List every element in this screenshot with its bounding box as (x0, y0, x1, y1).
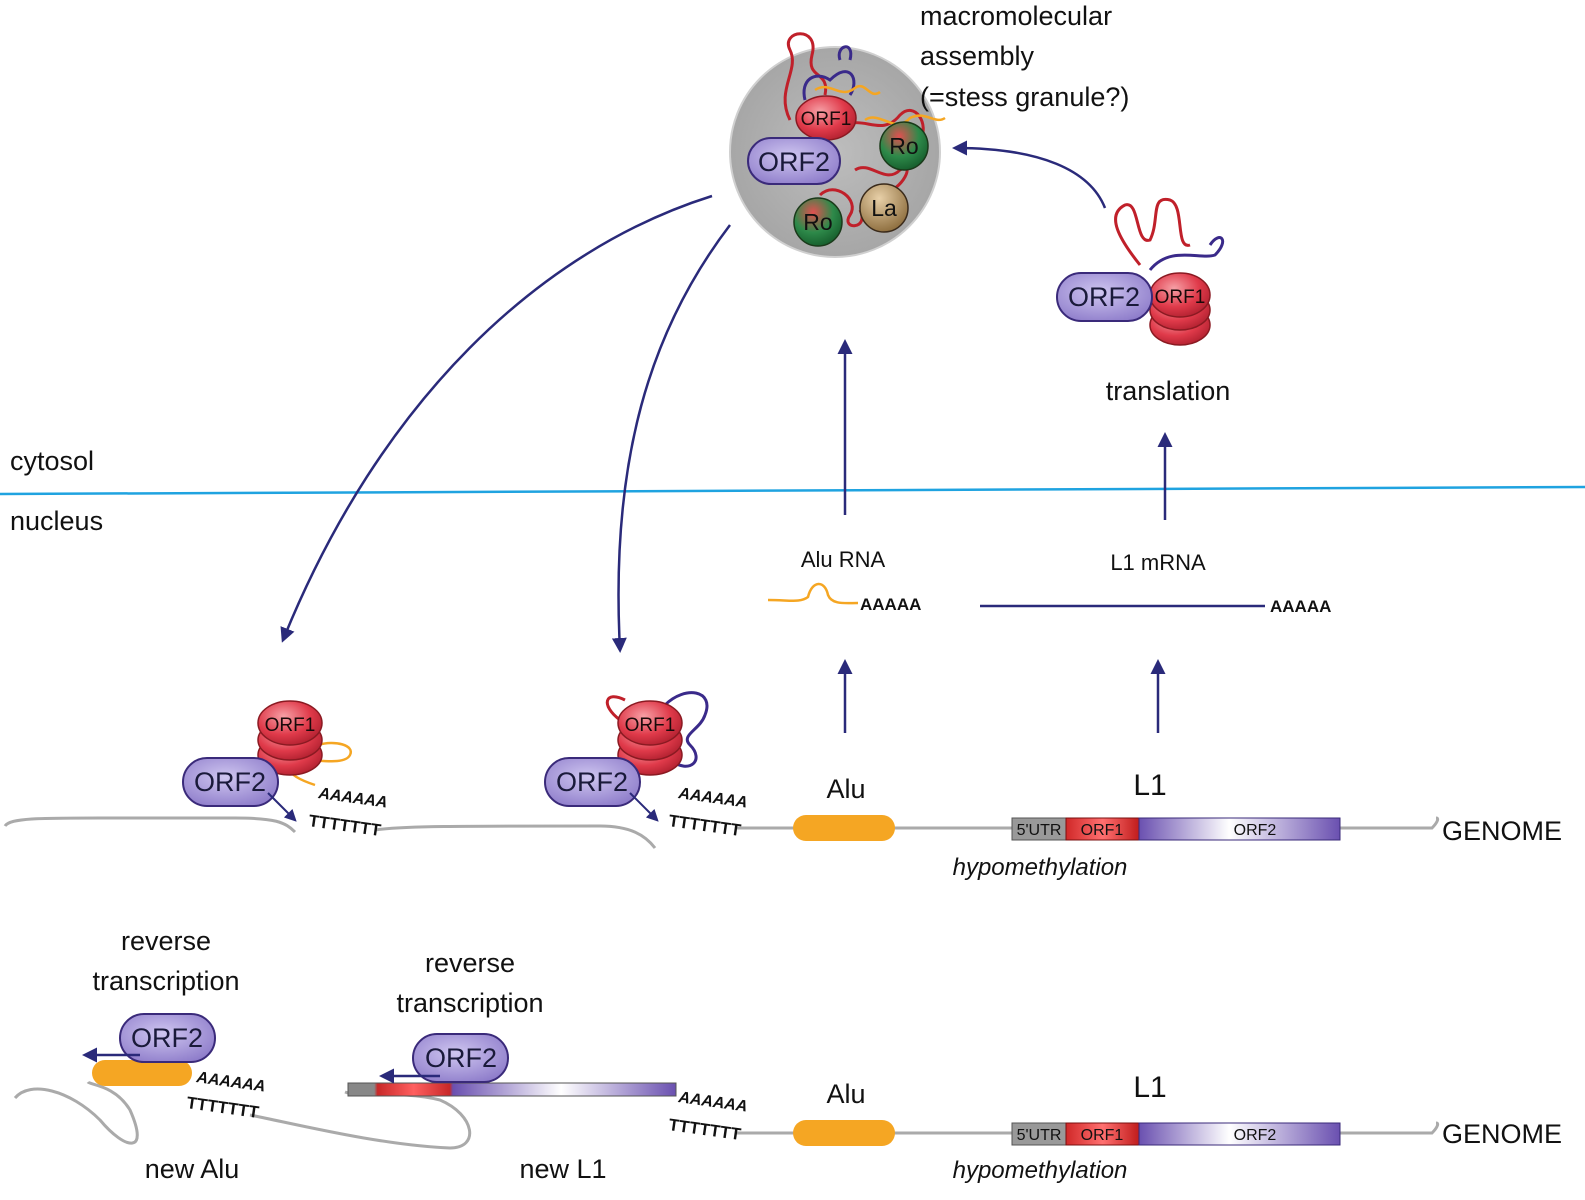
rt-l1-new-label: new L1 (519, 1154, 606, 1184)
genome-top-utr-label: 5'UTR (1017, 822, 1062, 839)
rt-l1-line1: reverse (425, 948, 515, 978)
genome-bottom-l1-label: L1 (1133, 1071, 1166, 1104)
macromolecular-assembly: ORF1 ORF2 Ro La Ro (729, 32, 946, 258)
target-alu-orf1-label: ORF1 (265, 715, 316, 736)
rt-l1-orf2-label: ORF2 (425, 1043, 497, 1073)
rt-l1-polyt: TTTTTTT (667, 1115, 742, 1144)
assembly-title-line2: assembly (920, 41, 1035, 71)
target-alu-polyt: TTTTTTT (307, 811, 382, 840)
alu-rna-strand (767, 582, 859, 605)
genome-top-alu-label: Alu (826, 774, 865, 804)
assembly-orf2-label: ORF2 (758, 147, 830, 177)
genome-bottom-orf2-label: ORF2 (1234, 1127, 1277, 1144)
rt-alu-complex (82, 1013, 216, 1086)
translation-label: translation (1106, 376, 1231, 406)
target-alu-complex (182, 700, 352, 822)
rt-alu-line1: reverse (121, 926, 211, 956)
genome-top-dna (3, 816, 1440, 849)
l1-mrna-label: L1 mRNA (1110, 550, 1206, 575)
target-l1-orf2-label: ORF2 (556, 767, 628, 797)
rt-alu-polya: AAAAAA (194, 1069, 266, 1096)
translation-orf1-label: ORF1 (1155, 287, 1206, 308)
translation-to-assembly-arrow (952, 140, 1107, 209)
genome-bottom-label: GENOME (1442, 1119, 1562, 1149)
target-l1-orf1-label: ORF1 (625, 715, 676, 736)
alu-rna-polya: AAAAA (860, 595, 921, 614)
genome-bottom-orf1-label: ORF1 (1081, 1127, 1124, 1144)
genome-top-l1-label: L1 (1133, 769, 1166, 802)
l1-mrna-polya: AAAAA (1270, 597, 1331, 616)
genome-top-alu-element (793, 815, 895, 841)
alu-rna-label: Alu RNA (801, 547, 886, 572)
rt-alu-new-label: new Alu (145, 1154, 240, 1184)
rt-l1-line2: transcription (396, 988, 543, 1018)
translation-orf2-label: ORF2 (1068, 282, 1140, 312)
genome-bottom-alu-element (793, 1120, 895, 1146)
rt-l1-complex (347, 1033, 677, 1097)
genome-bottom-dna (13, 1080, 1440, 1150)
assembly-title-line1: macromolecular (920, 1, 1112, 31)
rt-l1-polya: AAAAAA (676, 1089, 748, 1116)
assembly-to-alu-target-arrow (280, 194, 713, 643)
target-alu-polya: AAAAAA (316, 785, 388, 812)
genome-top-l1-element (1011, 817, 1341, 841)
target-alu-orf2-label: ORF2 (194, 767, 266, 797)
assembly-la-label: La (871, 195, 897, 221)
assembly-to-l1-target-arrow (611, 224, 731, 653)
rt-alu-orf2-label: ORF2 (131, 1023, 203, 1053)
genome-bottom-utr-label: 5'UTR (1017, 1127, 1062, 1144)
genome-bottom-hypomethylation: hypomethylation (953, 1157, 1128, 1184)
cytosol-label: cytosol (10, 446, 94, 476)
genome-bottom-alu-label: Alu (826, 1079, 865, 1109)
genome-top-hypomethylation: hypomethylation (953, 854, 1128, 881)
genome-bottom-l1-element (1011, 1122, 1341, 1146)
assembly-orf1-label: ORF1 (801, 109, 852, 130)
genome-top-orf1-label: ORF1 (1081, 822, 1124, 839)
rt-alu-line2: transcription (92, 966, 239, 996)
assembly-ro-top-label: Ro (889, 133, 918, 159)
assembly-title-line3: (=stess granule?) (920, 82, 1129, 112)
target-l1-polyt: TTTTTTT (667, 811, 742, 840)
nuclear-membrane-line (0, 485, 1585, 496)
target-l1-polya: AAAAAA (676, 785, 748, 812)
genome-top-label: GENOME (1442, 816, 1562, 846)
translation-complex: ORF2 ORF1 (1056, 197, 1225, 346)
target-l1-complex (544, 691, 709, 822)
nucleus-label: nucleus (10, 506, 103, 536)
rt-alu-polyt: TTTTTTT (185, 1093, 260, 1122)
genome-top-orf2-label: ORF2 (1234, 822, 1277, 839)
assembly-ro-bottom-label: Ro (803, 209, 832, 235)
